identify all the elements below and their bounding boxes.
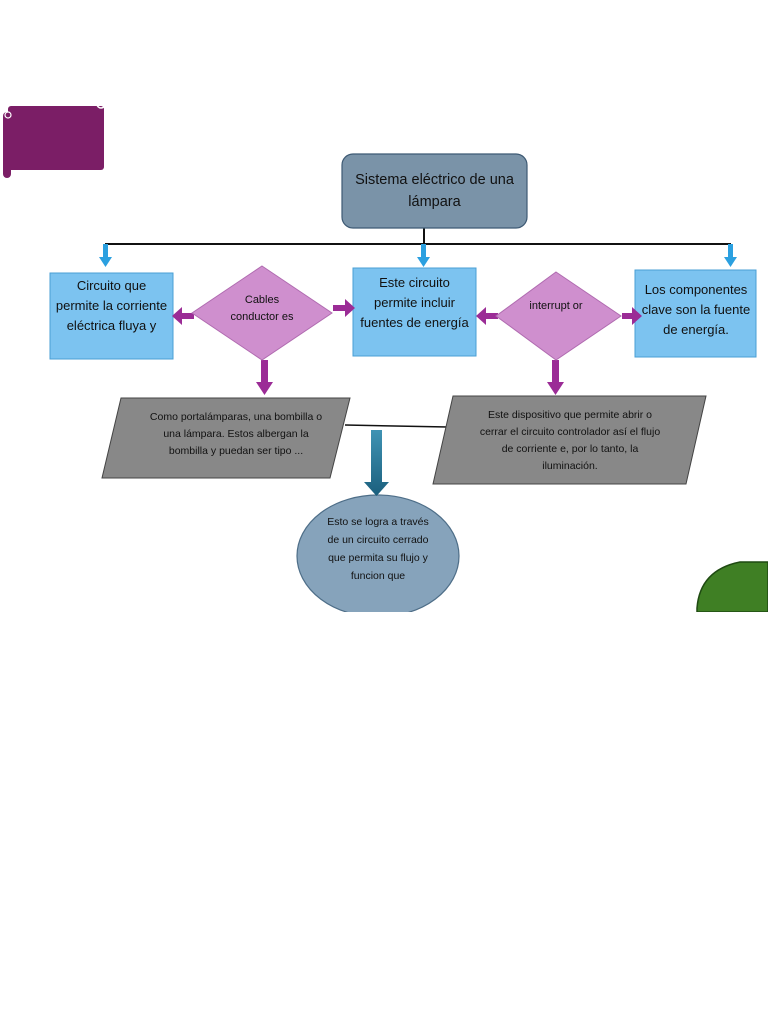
leaf-shape (696, 561, 768, 613)
purple-arrow-down-right (547, 360, 564, 395)
right-parallelogram-text: Este dispositivo que permite abrir o cer… (479, 409, 661, 470)
purple-arrow-to-center-from-right (476, 307, 498, 325)
purple-arrow-left-to-box (172, 307, 194, 325)
parallelogram-connector (344, 424, 449, 428)
right-box-text: Los componentes clave son la fuente de e… (641, 282, 751, 337)
left-diamond (191, 265, 333, 361)
purple-arrow-to-center (333, 299, 355, 317)
purple-arrow-down-left (256, 360, 273, 395)
blue-down-arrows (99, 244, 737, 267)
left-box-text: Circuito que permite la corriente eléctr… (55, 278, 168, 333)
right-box (634, 269, 757, 358)
purple-arrows (172, 299, 642, 395)
blue-arrow-center (417, 244, 430, 267)
right-parallelogram (432, 395, 707, 485)
blue-arrow-right (724, 244, 737, 267)
right-diamond (495, 271, 622, 361)
oval-text: Esto se logra a través de un circuito ce… (327, 516, 429, 582)
down-arrow-to-oval (364, 430, 389, 496)
left-parallelogram (101, 397, 351, 479)
right-diamond-text: interrupt or (529, 300, 583, 312)
center-box (352, 267, 477, 357)
left-parallelogram-text: Como portalámparas, una bombilla o una l… (149, 411, 323, 457)
purple-arrow-to-right-box (622, 307, 642, 325)
left-diamond-text: Cables conductor es (230, 294, 294, 323)
scroll-shape (3, 99, 106, 178)
title-box (341, 153, 528, 229)
center-box-text: Este circuito permite incluir fuentes de… (360, 275, 469, 330)
blue-arrow-left (99, 244, 112, 267)
title-connector-lines (105, 228, 731, 245)
page-background (0, 612, 768, 1024)
title-text: Sistema eléctrico de una lámpara (355, 172, 514, 210)
